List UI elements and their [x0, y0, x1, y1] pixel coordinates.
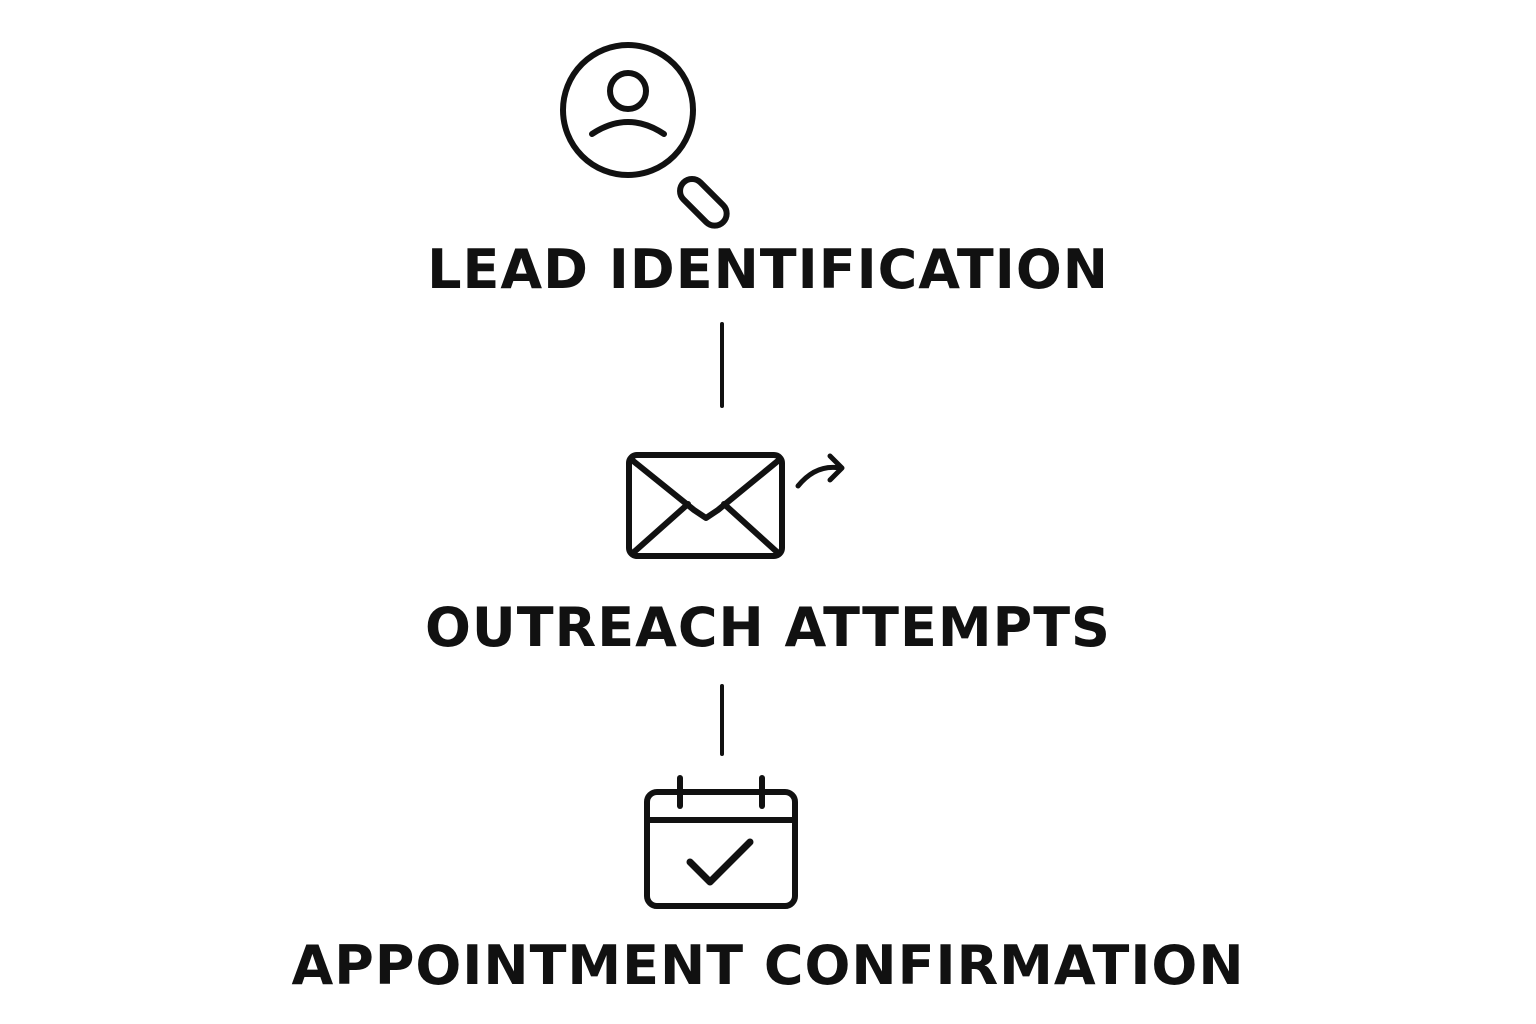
step-label-appointment-confirmation: APPOINTMENT CONFIRMATION — [291, 934, 1245, 997]
step-label-outreach-attempts: OUTREACH ATTEMPTS — [425, 596, 1111, 659]
envelope-send-icon — [626, 452, 848, 562]
connector-line — [720, 322, 724, 408]
person-search-icon — [558, 42, 738, 229]
step-label-lead-identification: LEAD IDENTIFICATION — [427, 238, 1109, 301]
connector-line — [720, 684, 724, 756]
calendar-check-icon — [642, 774, 800, 912]
